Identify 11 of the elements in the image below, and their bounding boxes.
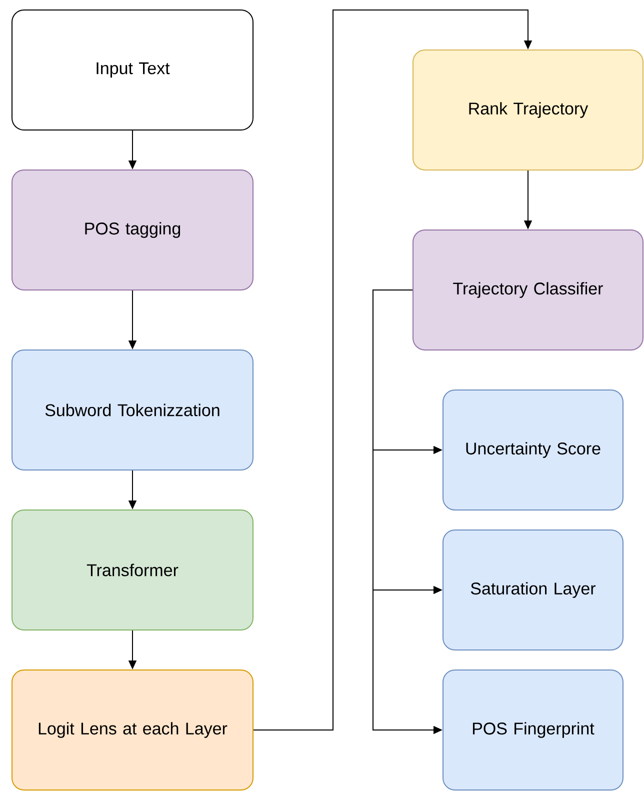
- arrow: [253, 10, 532, 730]
- process-box: Subword Tokenizzation: [12, 350, 254, 470]
- process-box: POS Fingerprint: [442, 670, 624, 790]
- process-box: Saturation Layer: [442, 530, 624, 650]
- input-box: Input Text: [12, 10, 254, 130]
- process-box: Logit Lens at each Layer: [12, 670, 254, 790]
- process-box: Transformer: [12, 510, 254, 630]
- process-box: Rank Trajectory: [412, 50, 644, 170]
- process-box: POS tagging: [12, 170, 254, 290]
- process-box: Uncertainty Score: [442, 390, 624, 510]
- classifier-box: Trajectory Classifier: [412, 230, 644, 350]
